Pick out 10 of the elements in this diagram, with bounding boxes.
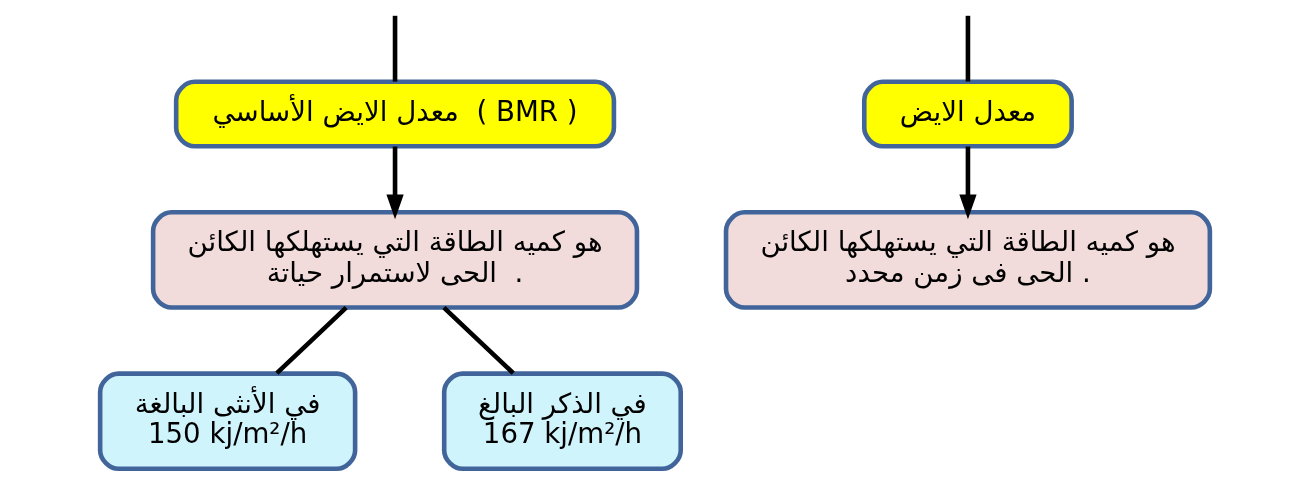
node-box: معدل الايض الأساسي ( BMR ) (173, 79, 617, 149)
connector (392, 15, 398, 82)
node-box: هو كميه الطاقة التي يستهلكها الكائن الحى لاستمرار حياتة . (150, 210, 640, 310)
node-box: معدل الايض (861, 79, 1074, 149)
arrow (959, 146, 977, 220)
connector (965, 15, 971, 82)
node-box: هو كميه الطاقة التي يستهلكها الكائن الحى فى زمن محدد . (723, 210, 1213, 310)
connector (442, 305, 515, 375)
arrow (386, 146, 404, 220)
connector (275, 305, 348, 375)
